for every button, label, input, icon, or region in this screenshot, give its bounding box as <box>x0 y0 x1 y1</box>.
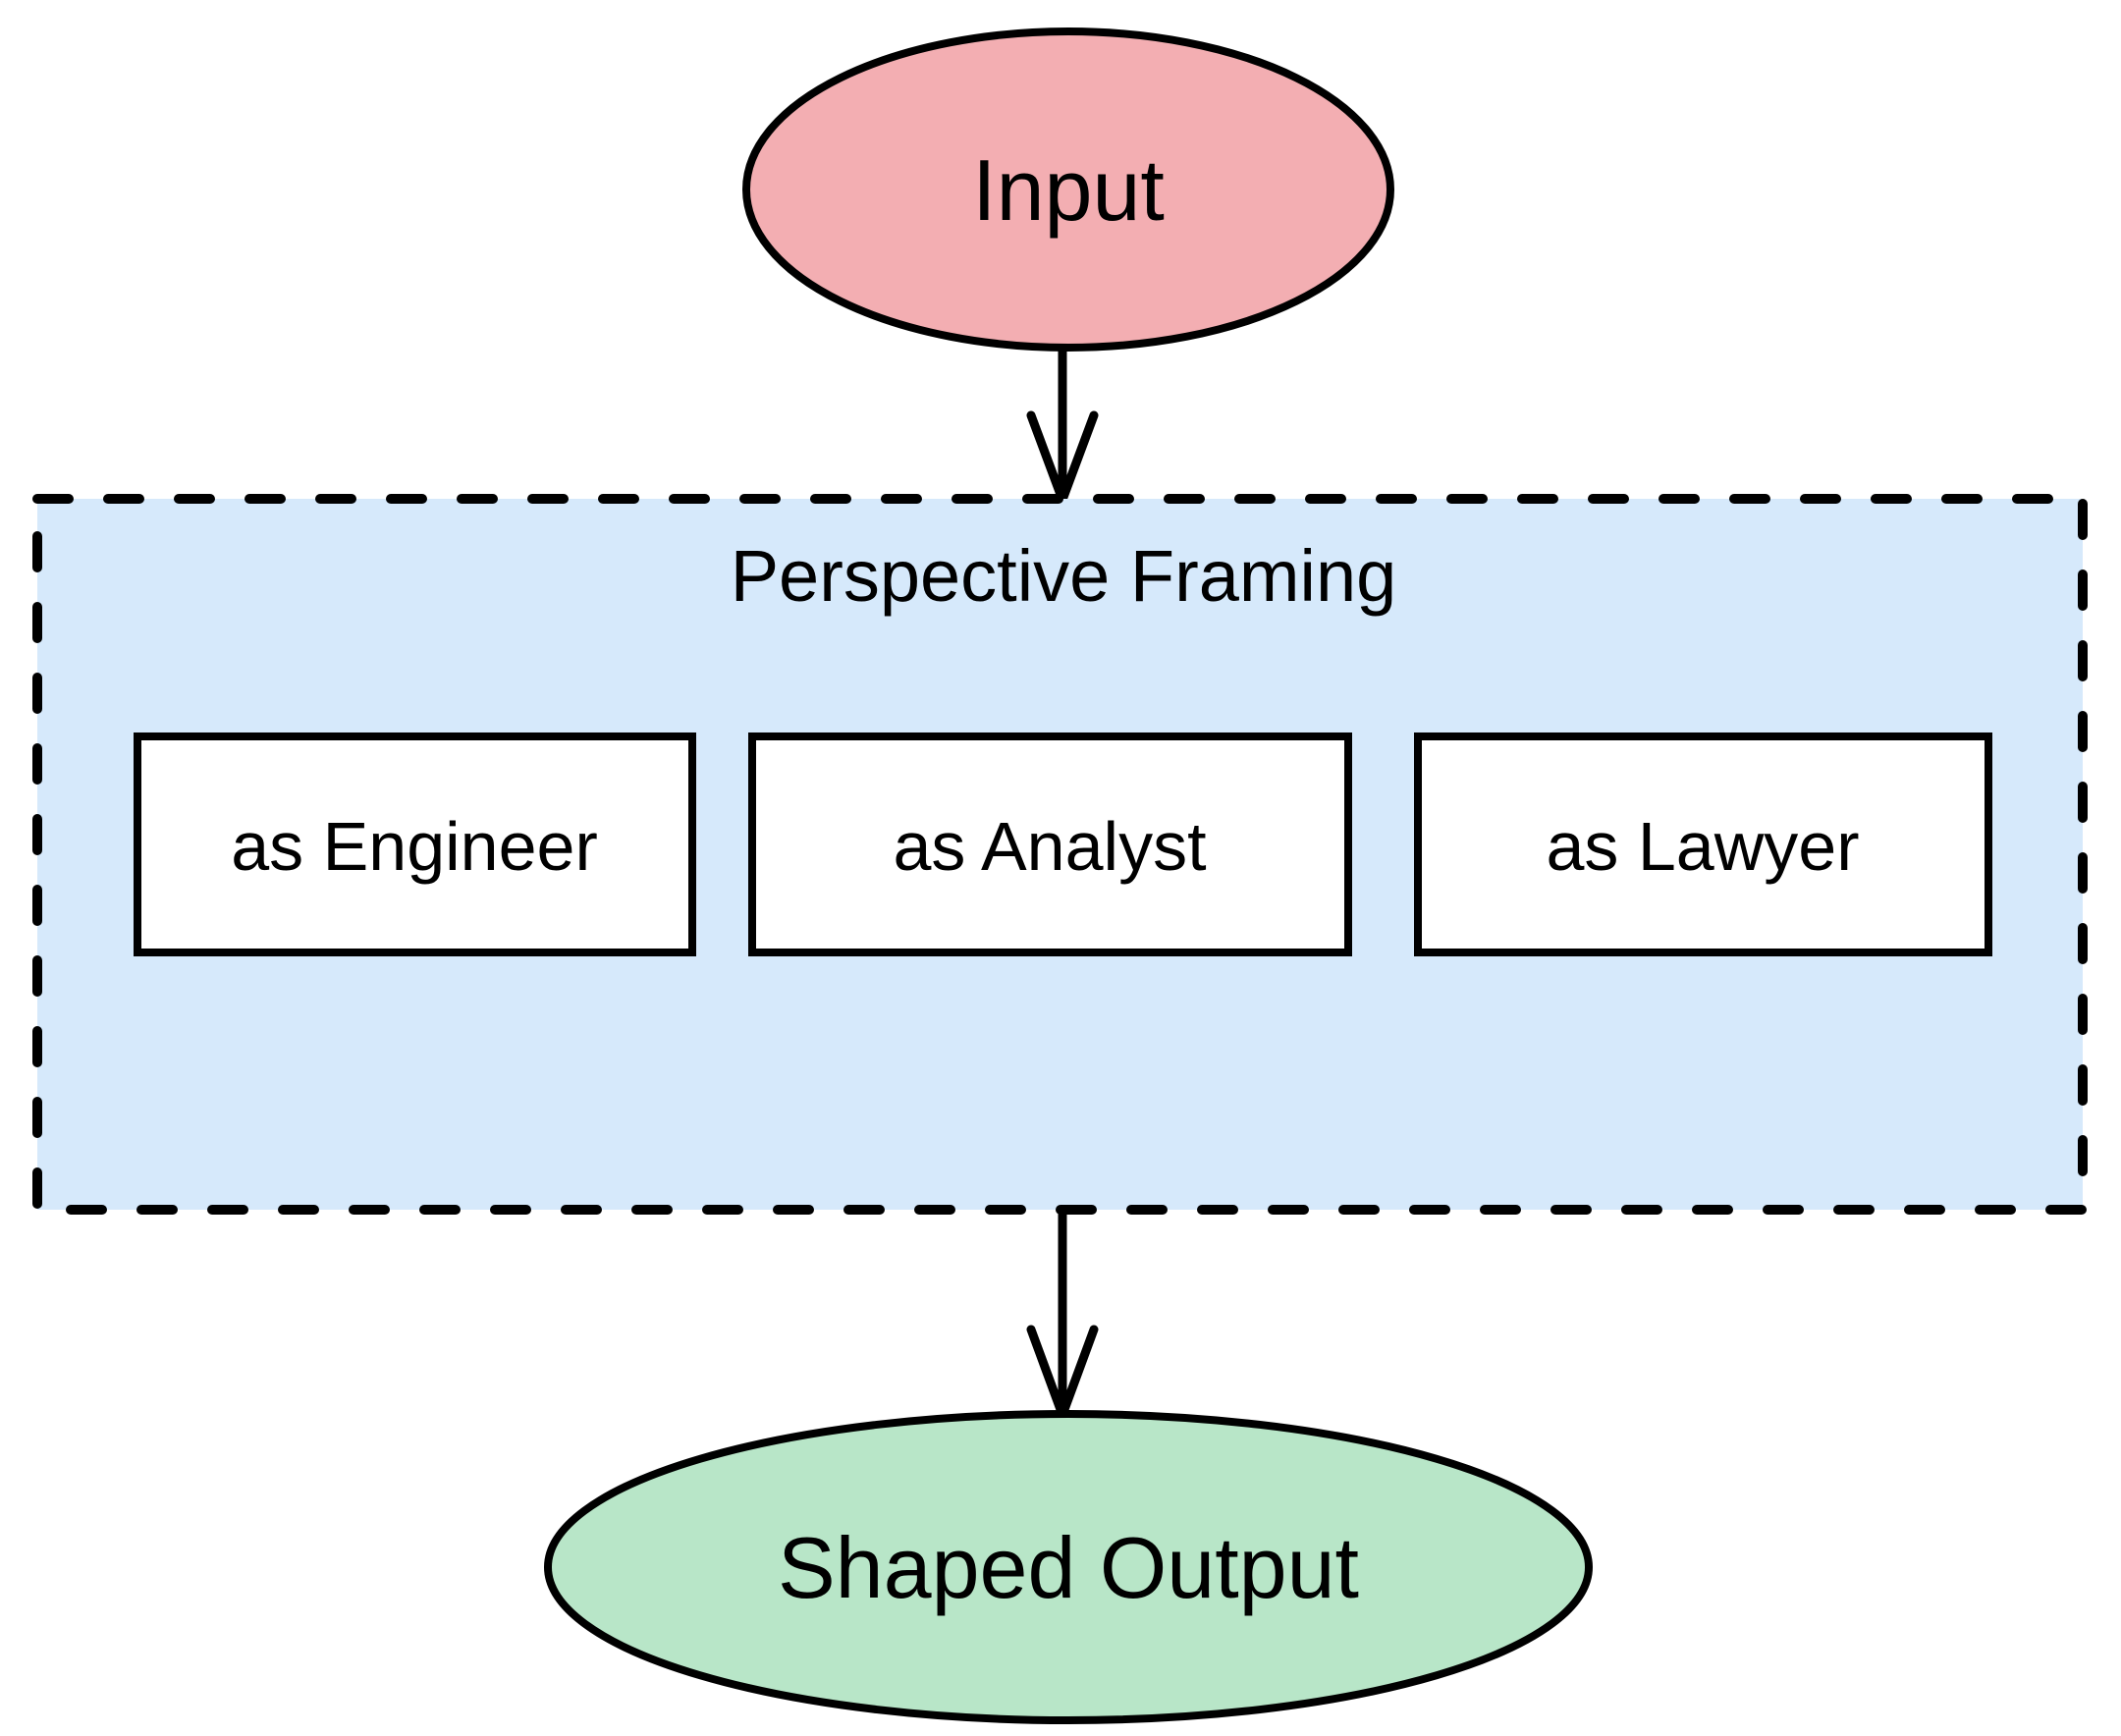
input-node-label: Input <box>972 141 1165 239</box>
perspective-box-lawyer-label: as Lawyer <box>1546 808 1859 885</box>
output-node: Shaped Output <box>544 1410 1593 1724</box>
perspective-box-lawyer: as Lawyer <box>1414 732 1992 956</box>
perspective-box-lawyer-rect <box>1414 732 1992 956</box>
perspective-box-analyst-rect <box>748 732 1352 956</box>
perspective-framing-container: Perspective Framing as Engineer as Analy… <box>32 494 2088 1215</box>
perspective-box-analyst-label: as Analyst <box>893 808 1206 885</box>
input-node: Input <box>742 27 1394 352</box>
input-node-ellipse <box>742 27 1394 352</box>
arrow-framing-to-output <box>1026 1206 1099 1420</box>
perspective-box-engineer-label: as Engineer <box>231 808 598 885</box>
output-node-ellipse <box>544 1410 1593 1724</box>
arrow-input-to-framing <box>1026 344 1099 505</box>
output-node-label: Shaped Output <box>778 1519 1359 1616</box>
perspective-box-analyst: as Analyst <box>748 732 1352 956</box>
framing-container-title: Perspective Framing <box>731 535 1397 617</box>
perspective-box-engineer-rect <box>134 732 696 956</box>
perspective-box-engineer: as Engineer <box>134 732 696 956</box>
